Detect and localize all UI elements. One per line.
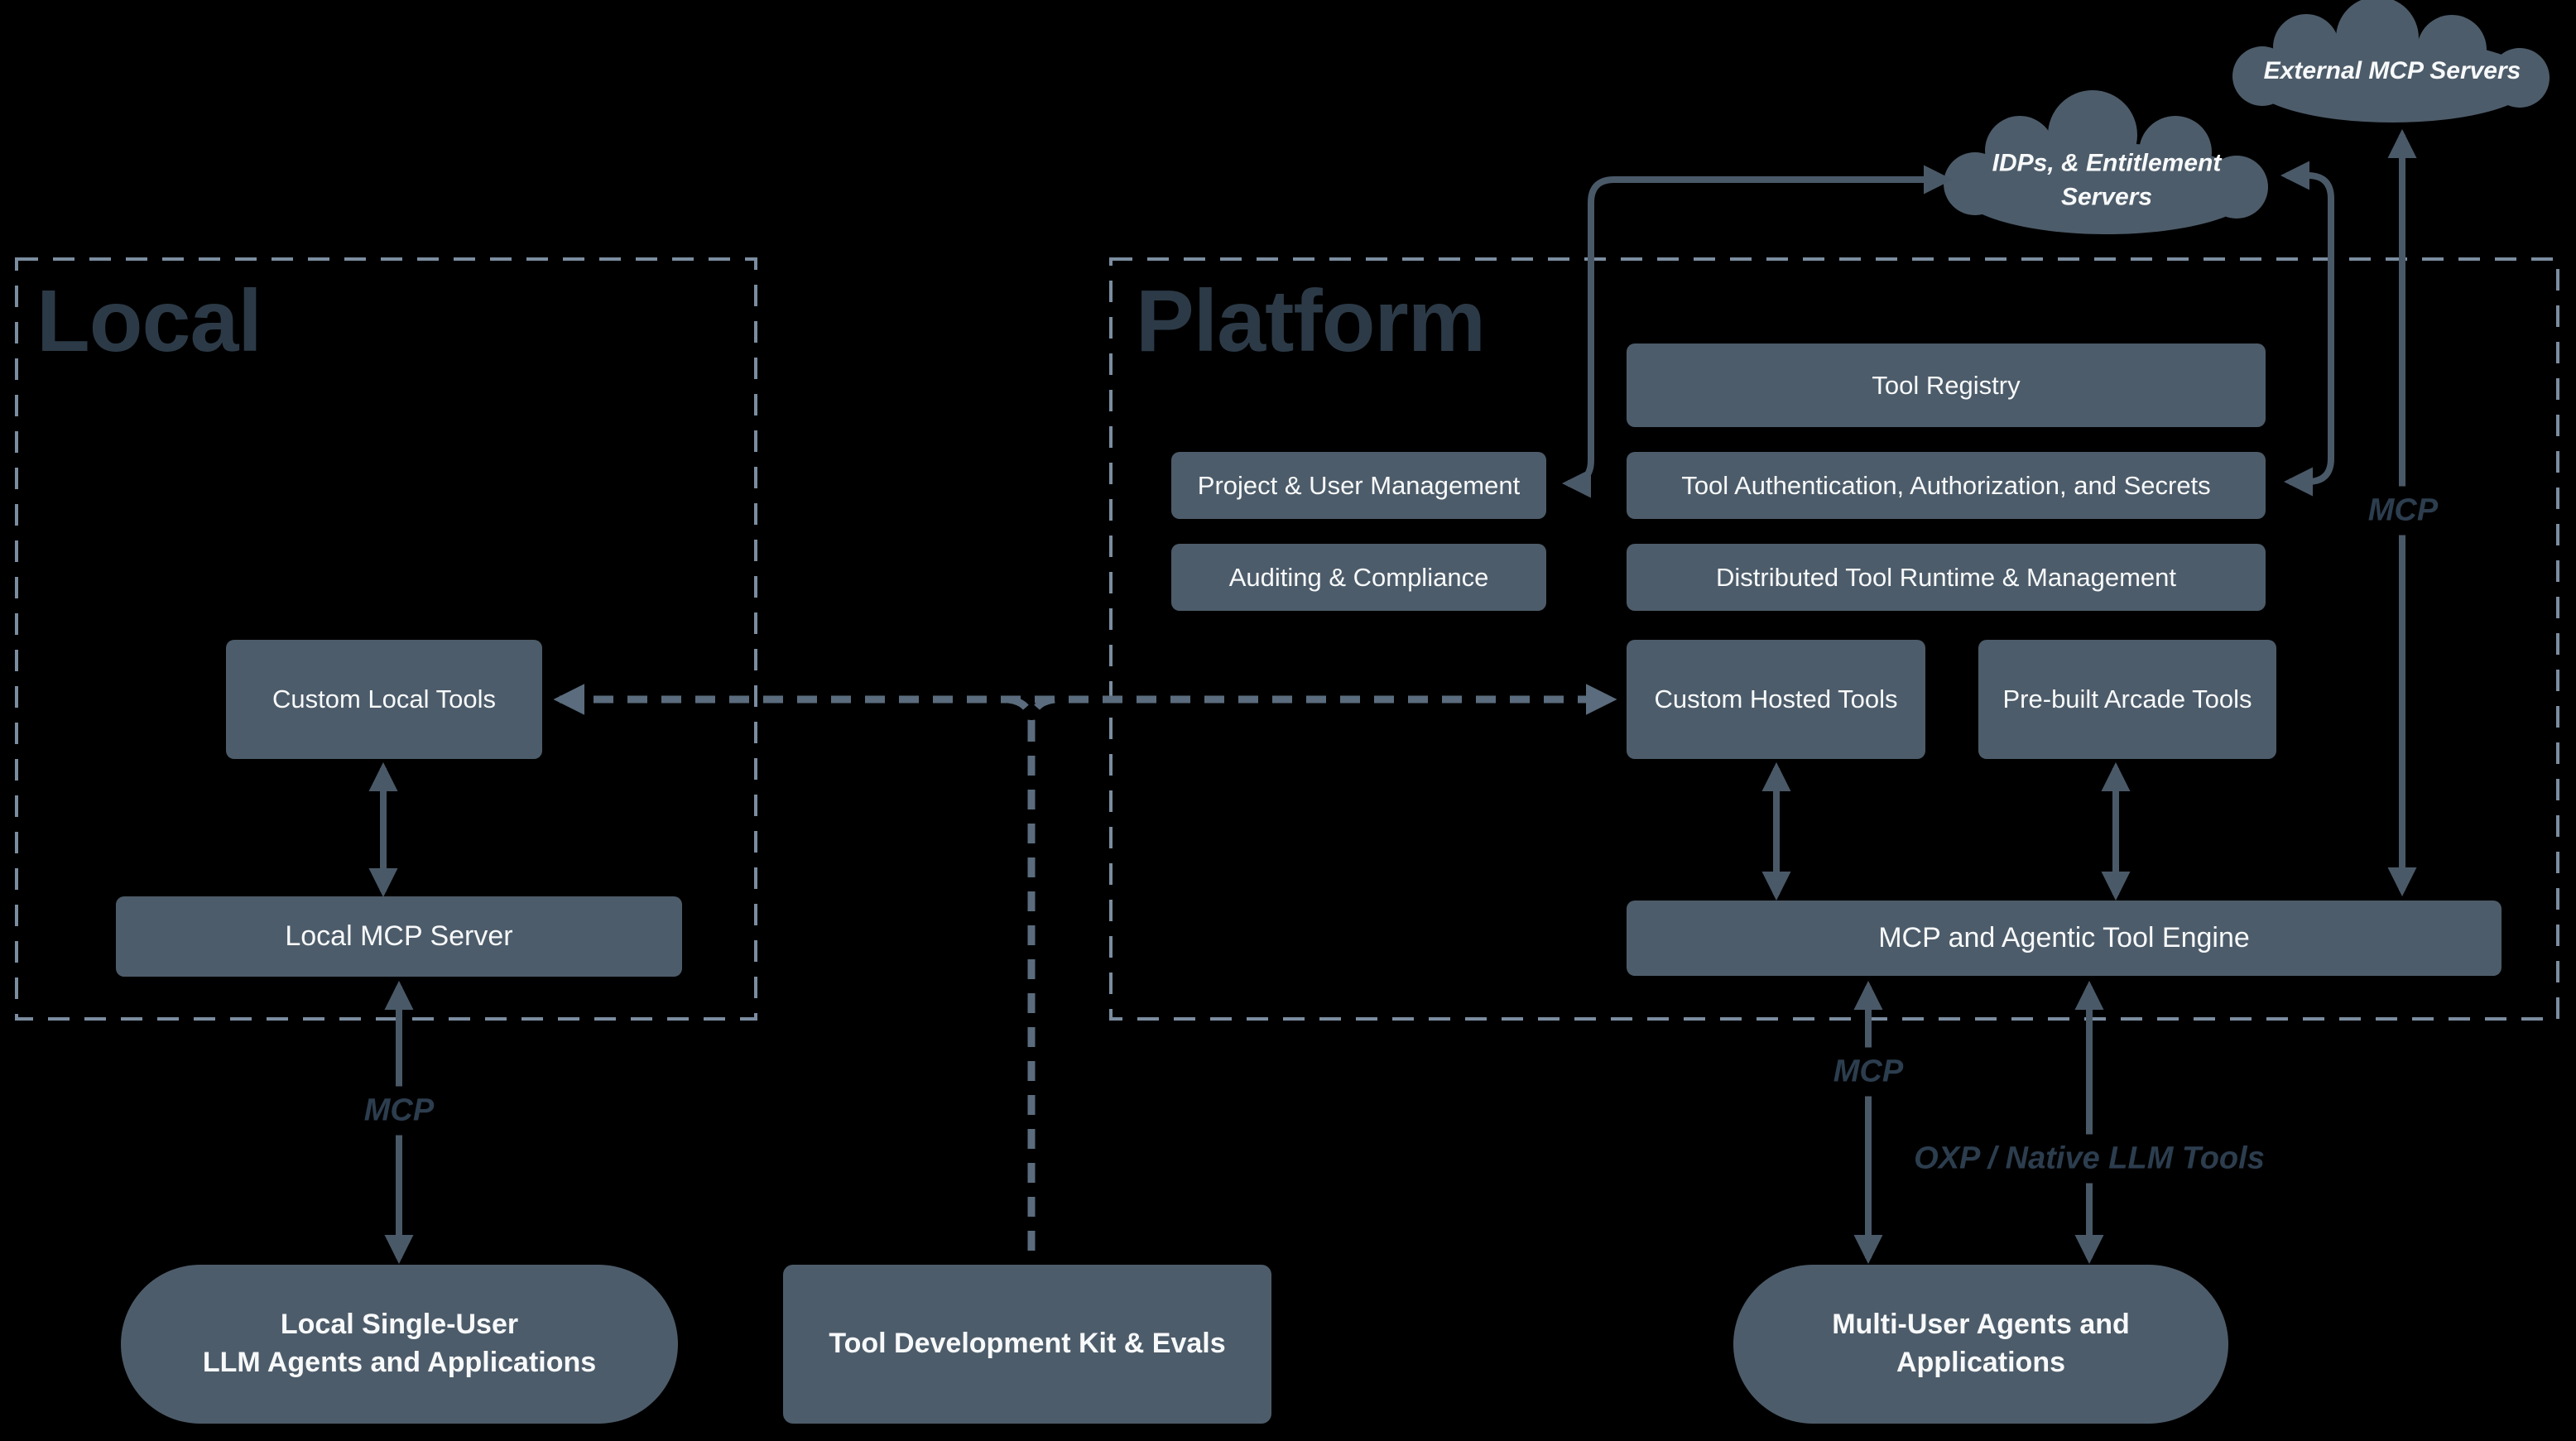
box-custom-local-tools: Custom Local Tools <box>226 640 542 759</box>
box-tool-authentication: Tool Authentication, Authorization, and … <box>1627 452 2266 519</box>
box-tool-registry: Tool Registry <box>1627 343 2266 427</box>
node-multi-user-agents: Multi-User Agents and Applications <box>1733 1265 2228 1424</box>
platform-section-border <box>1109 257 2559 1021</box>
edge-label-mcp-engine-agents: MCP <box>1819 1047 1917 1097</box>
multi-user-agents-line1: Multi-User Agents and <box>1832 1309 2130 1341</box>
arrow-project-user-management-idp-cloud <box>1561 165 1954 498</box>
idp-label-line2: Servers <box>2060 183 2153 210</box>
node-local-single-user-agents: Local Single-User LLM Agents and Applica… <box>121 1265 678 1424</box>
edge-label-oxp-native-llm-tools: OXP / Native LLM Tools <box>1901 1134 2278 1184</box>
edge-label-mcp-external: MCP <box>2354 486 2452 536</box>
local-agents-line1: Local Single-User <box>280 1309 519 1341</box>
external-mcp-servers-label: External MCP Servers <box>2263 56 2521 84</box>
multi-user-agents-line2: Applications <box>1896 1347 2066 1378</box>
idp-label-line1: IDPs, & Entitlement <box>1992 149 2222 177</box>
box-mcp-agentic-tool-engine: MCP and Agentic Tool Engine <box>1627 901 2502 976</box>
local-section-title: Local <box>36 272 262 370</box>
platform-section-title: Platform <box>1136 272 1486 370</box>
box-distributed-tool-runtime: Distributed Tool Runtime & Management <box>1627 544 2266 611</box>
box-custom-hosted-tools: Custom Hosted Tools <box>1627 640 1925 759</box>
arrow-tool-auth-idp-cloud <box>2280 161 2334 497</box>
dashed-branch-curve-left <box>1007 695 1036 723</box>
box-project-user-management: Project & User Management <box>1171 452 1546 519</box>
edge-label-mcp-local: MCP <box>350 1086 448 1136</box>
local-agents-line2: LLM Agents and Applications <box>202 1347 597 1378</box>
box-auditing-compliance: Auditing & Compliance <box>1171 544 1546 611</box>
dashed-branch-curve-right <box>1027 695 1055 723</box>
idp-entitlement-servers-cloud <box>1944 90 2268 234</box>
external-mcp-servers-cloud <box>2232 0 2550 122</box>
box-local-mcp-server: Local MCP Server <box>116 896 682 977</box>
idp-entitlement-servers-label: IDPs, & Entitlement Servers <box>1992 147 2222 214</box>
node-tool-development-kit: Tool Development Kit & Evals <box>783 1265 1271 1424</box>
box-prebuilt-arcade-tools: Pre-built Arcade Tools <box>1978 640 2276 759</box>
